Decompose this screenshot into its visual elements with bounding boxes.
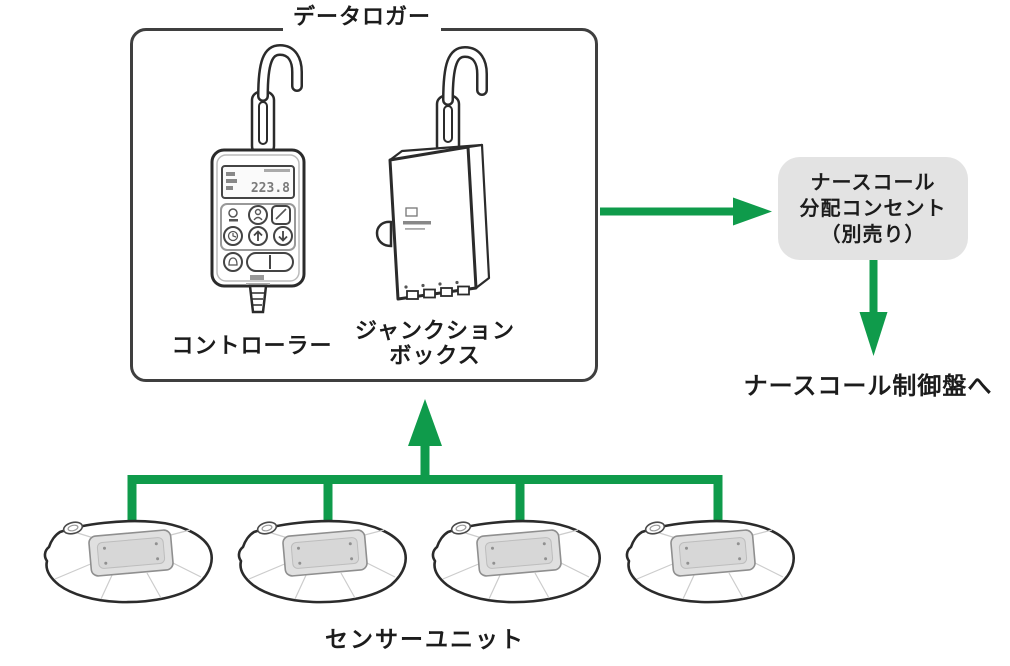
sensor-bus-line [127,475,723,535]
controller-display-value: 223.8 [251,181,290,196]
sensor-drop-line [323,475,333,535]
outlet-label-line2: 分配コンセント [799,197,947,220]
connector-port [440,287,453,297]
down-arrow-icon [278,231,288,242]
outlet-label-line3: （別売り） [820,223,926,246]
control-panel-label: ナースコール制御盤へ [743,373,993,400]
mounting-loop [375,220,393,248]
connector-port [423,288,436,299]
junction-box-illustration [375,45,491,301]
sensor-unit [625,519,796,604]
junction-box-label-line1: ジャンクション [355,318,515,343]
junction-box-label: ジャンクション ボックス [335,318,535,368]
datalogger-label: データロガー [283,3,441,33]
sensor-unit [237,519,408,604]
sensor-unit [431,519,602,604]
outlet-label-line1: ナースコール [810,171,936,194]
sensor-drop-line [515,475,525,535]
controller-display [221,165,295,199]
sensor-drop-line [713,475,723,535]
up-arrow-icon [253,230,263,241]
connector-port [406,290,419,300]
controller-button [223,252,243,272]
controller-label: コントローラー [171,333,333,358]
connector-port [457,285,470,296]
green-arrow-up [408,399,442,478]
junction-box-label-line2: ボックス [389,343,481,368]
outlet-box: ナースコール 分配コンセント （別売り） [778,157,968,260]
clock-icon [227,230,239,242]
sensor-unit [43,519,214,604]
sensor-drop-line [127,475,137,535]
bell-icon [228,257,238,266]
lamp-icon [228,208,238,218]
controller-illustration: 223.8 [210,43,306,314]
green-arrow-down [859,258,888,356]
sensor-units-label: センサーユニット [325,626,525,652]
green-arrow-right [600,197,772,226]
